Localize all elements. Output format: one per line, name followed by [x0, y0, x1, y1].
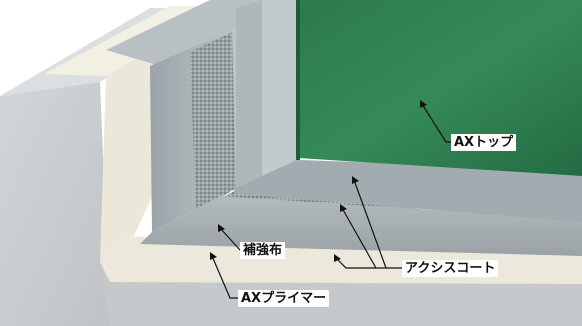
- leader-axcis-coat-3: [335, 257, 386, 269]
- label-reinforcing-cloth: 補強布: [240, 242, 286, 259]
- ax-top-edge: [296, 0, 300, 160]
- coat-floor-inner: [232, 160, 582, 222]
- concrete-wall-face: [0, 82, 110, 326]
- arrowhead-axcis-coat-2: [340, 204, 347, 212]
- arrowhead-ax-primer: [210, 252, 217, 260]
- leader-reinforcing-cloth: [219, 227, 241, 251]
- inner-wall-strip-1: [236, 0, 262, 188]
- leader-axcis-coat-2: [341, 207, 377, 269]
- label-axcis-coat: アクシスコート: [402, 260, 499, 277]
- leader-lines: [211, 103, 452, 299]
- ax-top-coat: [298, 0, 582, 176]
- arrowhead-axcis-coat-1: [352, 176, 359, 184]
- reinforcing-cloth-wall: [190, 32, 236, 214]
- label-ax-top: AXトップ: [451, 134, 517, 151]
- inner-wall-strip-2: [262, 0, 296, 176]
- leader-ax-top: [421, 103, 452, 143]
- coat-floor: [140, 196, 582, 256]
- leader-ax-primer: [211, 255, 240, 299]
- leader-arrowheads: [210, 100, 427, 262]
- arrowhead-ax-top: [420, 100, 427, 108]
- arrowhead-reinforcing-cloth: [218, 224, 225, 232]
- arrowhead-axcis-coat-3: [334, 254, 341, 262]
- label-ax-primer: AXプライマー: [238, 290, 330, 307]
